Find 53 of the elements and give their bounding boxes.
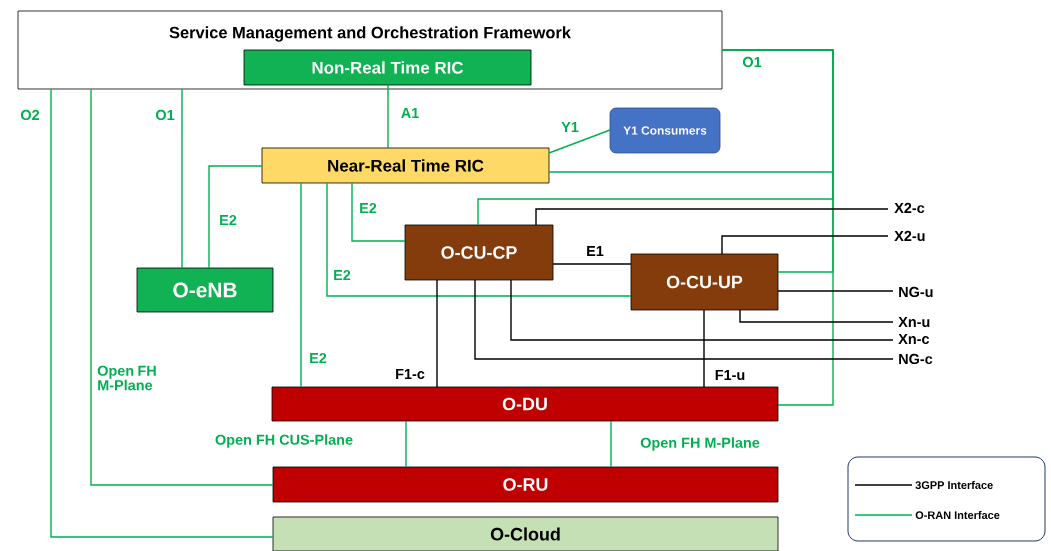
connector xyxy=(777,290,894,292)
edge-label: Open FH M-Plane xyxy=(96,364,167,392)
edge-label: F1-u xyxy=(713,368,747,382)
connector xyxy=(326,182,632,297)
edge-label: F1-c xyxy=(394,367,426,381)
edge-label: Open FH CUS-Plane xyxy=(214,433,355,449)
edge-label: E1 xyxy=(585,245,605,257)
edge-label: E2 xyxy=(332,268,352,282)
edge-label: Y1 xyxy=(560,121,580,133)
connector xyxy=(552,263,632,265)
edge-label: X2-u xyxy=(893,229,927,243)
edge-label: NG-c xyxy=(897,352,934,366)
unit-box: O-CU-UP xyxy=(630,253,779,311)
connector xyxy=(548,129,611,154)
edge-label: E2 xyxy=(358,201,378,215)
connector xyxy=(405,420,407,468)
edge-label: Open FH M-Plane xyxy=(639,436,761,452)
edge-label: NG-u xyxy=(897,285,935,299)
connector xyxy=(703,309,705,388)
cloud-box: O-Cloud xyxy=(272,516,779,551)
connector xyxy=(436,279,438,388)
edge-label: X2-c xyxy=(893,201,926,215)
connector xyxy=(510,279,894,341)
connector xyxy=(351,182,406,242)
ric-box: Near-Real Time RIC xyxy=(261,147,550,184)
connector xyxy=(535,208,889,226)
edge-label: Xn-u xyxy=(897,315,932,329)
connector xyxy=(208,165,263,269)
edge-label: O1 xyxy=(154,108,176,122)
edge-label: A1 xyxy=(399,107,421,119)
edge-label: O1 xyxy=(741,55,763,69)
edge-label: E2 xyxy=(218,213,238,227)
legend-text: O-RAN Interface xyxy=(915,510,1000,519)
enb-box: O-eNB xyxy=(136,267,274,313)
unit-box: O-DU xyxy=(271,386,779,422)
ric-box: Non-Real Time RIC xyxy=(243,49,532,86)
connector xyxy=(387,84,389,149)
connector xyxy=(300,182,302,388)
legend-text: 3GPP Interface xyxy=(915,480,993,490)
connector xyxy=(181,88,183,269)
connector xyxy=(474,279,894,360)
connector xyxy=(721,235,889,255)
edge-label: E2 xyxy=(308,351,328,365)
connector xyxy=(739,309,894,323)
unit-box: O-RU xyxy=(272,466,779,503)
edge-label: O2 xyxy=(19,108,41,122)
connector xyxy=(721,49,834,406)
connector xyxy=(610,420,612,468)
connector xyxy=(50,88,274,538)
unit-box: O-CU-CP xyxy=(404,224,554,281)
connector xyxy=(90,88,274,486)
consumer-box: Y1 Consumers xyxy=(609,107,721,154)
edge-label: Xn-c xyxy=(897,332,931,346)
